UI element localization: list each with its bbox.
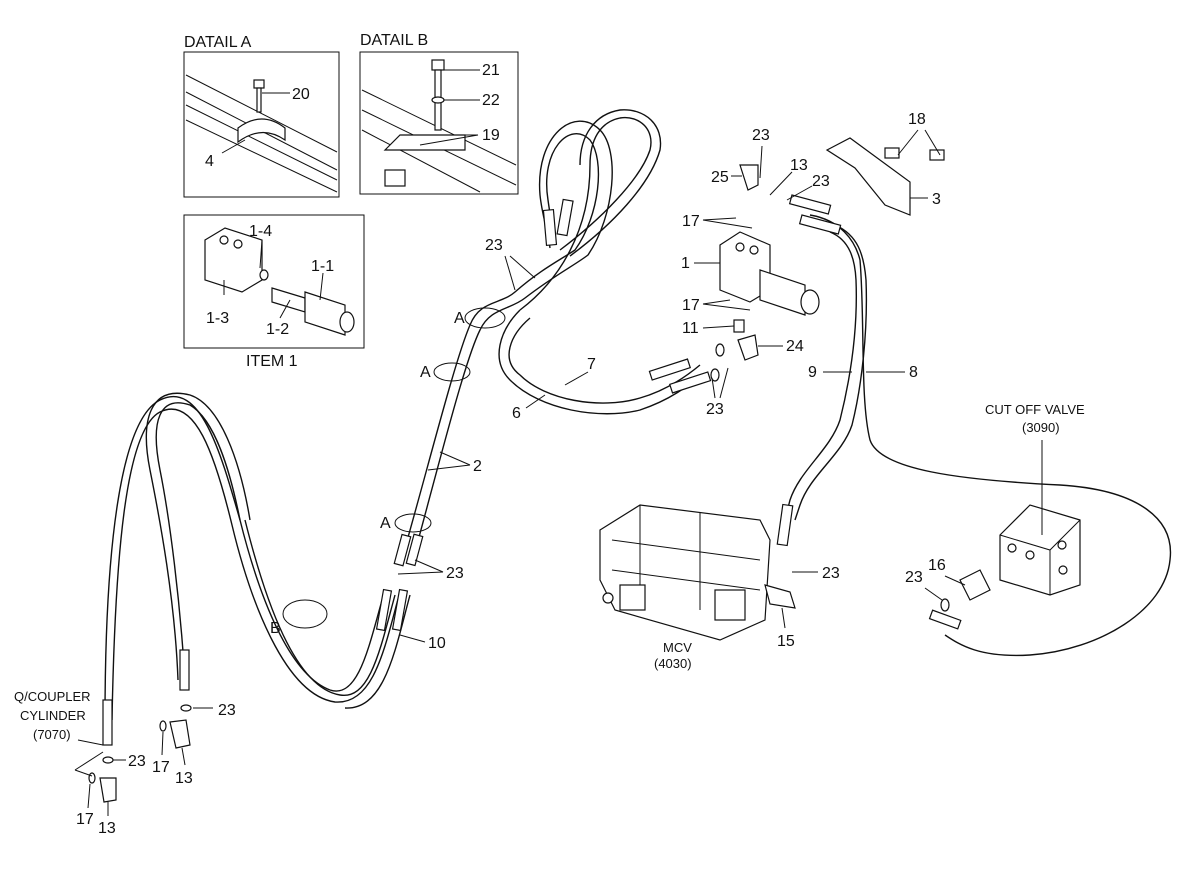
callout-23-center: 23	[446, 565, 464, 582]
callout-11: 11	[682, 320, 699, 337]
elbow-25	[739, 164, 759, 191]
callout-15: 15	[777, 633, 795, 650]
callout-23-mcv: 23	[822, 565, 840, 582]
callout-25: 25	[711, 169, 729, 186]
mcv-code: (4030)	[654, 656, 692, 671]
callout-4: 4	[205, 153, 214, 170]
section-a-2: A	[420, 364, 431, 381]
elbow-24	[737, 334, 759, 361]
callout-10: 10	[428, 635, 446, 652]
solenoid-illustration	[304, 291, 346, 336]
block-clamp-illustration	[383, 134, 466, 151]
callout-23-cut: 23	[905, 569, 923, 586]
elbow-13-lower	[99, 777, 117, 803]
callout-6: 6	[512, 405, 521, 422]
section-a-1: A	[454, 310, 465, 327]
hose-8-9	[784, 214, 1172, 657]
detail-b: DATAIL B 21 22 19	[359, 32, 519, 195]
callout-17-q2: 17	[76, 811, 94, 828]
callout-19: 19	[482, 127, 500, 144]
cut-off-valve-code: (3090)	[1022, 420, 1060, 435]
detail-b-title: DATAIL B	[360, 32, 428, 49]
component-labels: CUT OFF VALVE (3090) MCV (4030) Q/COUPLE…	[14, 402, 1085, 746]
callout-21: 21	[482, 62, 500, 79]
callout-1: 1	[681, 255, 690, 272]
qcoupler-fittings	[88, 704, 192, 803]
item-1: ITEM 1 1-4 1-1 1-3 1-2	[183, 214, 365, 370]
callout-13-q2: 13	[98, 820, 116, 837]
callout-17-mid: 17	[682, 297, 700, 314]
callout-23-left: 23	[485, 237, 503, 254]
mcv-name: MCV	[663, 640, 692, 655]
callout-1-4: 1-4	[249, 223, 272, 240]
callout-20: 20	[292, 86, 310, 103]
callout-23-mid: 23	[706, 401, 724, 418]
bracket-3	[825, 137, 911, 216]
qcoupler-line1: Q/COUPLER	[14, 689, 91, 704]
tee-16	[959, 569, 991, 601]
bolt-illustration	[256, 87, 262, 113]
section-marks: A A A B	[270, 307, 506, 637]
cut-off-valve-name: CUT OFF VALVE	[985, 402, 1085, 417]
callout-16: 16	[928, 557, 946, 574]
callout-2: 2	[473, 458, 482, 475]
callout-13-top: 13	[790, 157, 808, 174]
fitting-15	[764, 584, 796, 609]
detail-b-frame	[359, 51, 519, 195]
callout-1-1: 1-1	[311, 258, 334, 275]
mcv-block	[599, 504, 796, 641]
detail-a-title: DATAIL A	[184, 34, 252, 51]
item-1-title: ITEM 1	[246, 353, 298, 370]
callout-22: 22	[482, 92, 500, 109]
callout-23-top: 23	[752, 127, 770, 144]
hose-10	[104, 392, 411, 721]
callout-9: 9	[808, 364, 817, 381]
callout-1-2: 1-2	[266, 321, 289, 338]
callout-23-top2: 23	[812, 173, 830, 190]
qcoupler-line2: CYLINDER	[20, 708, 86, 723]
callout-17-q1: 17	[152, 759, 170, 776]
callouts: 23 13 25 23 18 3 17 1 17 11 24 7 6 23 9 …	[74, 111, 966, 837]
section-a-3: A	[380, 515, 391, 532]
callout-8: 8	[909, 364, 918, 381]
control-valve-assembly	[710, 137, 945, 382]
qcoupler-code: (7070)	[33, 727, 71, 742]
callout-18: 18	[908, 111, 926, 128]
control-solenoid	[759, 269, 806, 316]
callout-24: 24	[786, 338, 804, 355]
elbow-13-upper	[169, 719, 191, 749]
callout-3: 3	[932, 191, 941, 208]
callout-7: 7	[587, 356, 596, 373]
callout-1-3: 1-3	[206, 310, 229, 327]
callout-23-q2: 23	[128, 753, 146, 770]
cut-off-valve-block	[940, 504, 1081, 612]
section-b: B	[270, 620, 281, 637]
detail-a-frame	[183, 51, 340, 198]
clamp-illustration	[237, 118, 286, 144]
item-1-frame	[183, 214, 365, 349]
hose-2	[404, 120, 613, 553]
detail-a: DATAIL A 20 4	[183, 34, 340, 198]
callout-23-q1: 23	[218, 702, 236, 719]
callout-13-q1: 13	[175, 770, 193, 787]
callout-17-top: 17	[682, 213, 700, 230]
hose-fittings	[102, 194, 962, 746]
